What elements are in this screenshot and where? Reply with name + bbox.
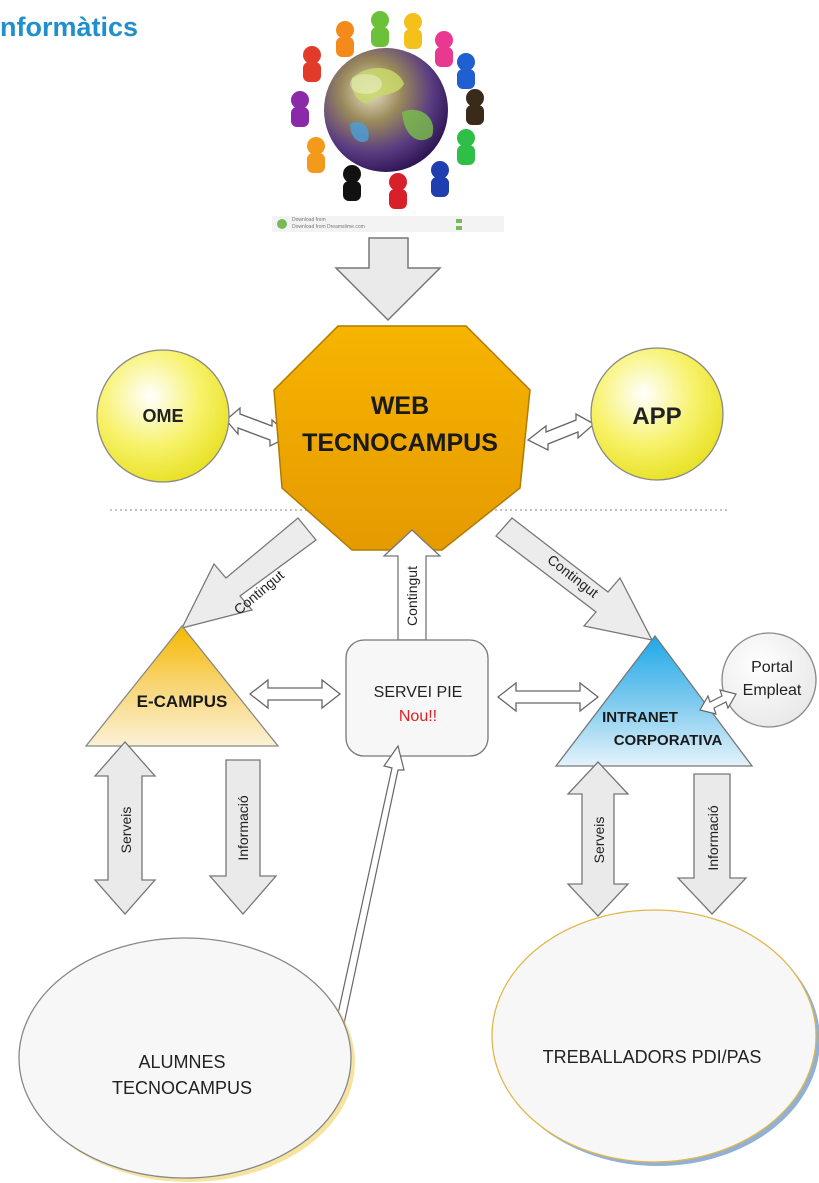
intranet-node: INTRANET CORPORATIVA xyxy=(554,634,754,767)
stock-caption: Download from Dreamstime.com xyxy=(292,224,365,230)
treballadors-label: TREBALLADORS PDI/PAS xyxy=(543,1047,762,1067)
ecampus-label: E-CAMPUS xyxy=(137,692,228,711)
serveis-left-label: Serveis xyxy=(118,807,134,854)
serveis-right-label: Serveis xyxy=(591,817,607,864)
contingut-arrow-right: Contingut xyxy=(495,517,654,641)
web-tecnocampus-node: WEB TECNOCAMPUS xyxy=(273,325,531,551)
web-label-line1: WEB xyxy=(371,392,429,420)
informacio-right-label: Informació xyxy=(705,805,721,871)
servei-pie-node: SERVEI PIE Nou!! xyxy=(345,639,489,757)
contingut-arrow-center: Contingut xyxy=(382,529,442,641)
contingut-center-label: Contingut xyxy=(404,566,420,626)
svg-text:Download from: Download from xyxy=(292,217,326,223)
portal-empleat-node: Portal Empleat xyxy=(721,632,817,728)
globe-with-people-icon xyxy=(291,11,484,209)
alumnes-node: ALUMNES TECNOCAMPUS xyxy=(18,937,355,1182)
portal-label-line1: Portal xyxy=(751,659,793,676)
serveis-arrow-left: Serveis xyxy=(93,741,157,915)
web-app-double-arrow xyxy=(526,412,596,452)
servei-pie-label-line2: Nou!! xyxy=(399,708,437,725)
app-label: APP xyxy=(632,403,681,430)
informacio-left-label: Informació xyxy=(235,795,251,861)
web-label-line2: TECNOCAMPUS xyxy=(302,429,498,457)
intranet-portal-double-arrow xyxy=(699,689,737,715)
portal-label-line2: Empleat xyxy=(743,682,802,699)
treballadors-node: TREBALLADORS PDI/PAS xyxy=(491,909,819,1166)
app-node: APP xyxy=(590,347,724,481)
servei-pie-label-line1: SERVEI PIE xyxy=(374,684,463,701)
ome-label: OME xyxy=(142,406,183,426)
contingut-arrow-left: Contingut xyxy=(180,517,317,629)
page-title: nformàtics xyxy=(0,12,139,42)
informacio-arrow-right: Informació xyxy=(676,773,748,915)
intranet-label-line1: INTRANET xyxy=(602,709,678,726)
servei-intranet-double-arrow xyxy=(496,681,600,713)
ome-node: OME xyxy=(96,349,230,483)
big-arrow-down xyxy=(334,237,442,322)
intranet-label-line2: CORPORATIVA xyxy=(614,732,723,749)
ecampus-node: E-CAMPUS xyxy=(84,624,280,747)
ecampus-servei-double-arrow xyxy=(248,678,342,710)
serveis-arrow-right: Serveis xyxy=(566,761,630,917)
alumnes-label-line2: TECNOCAMPUS xyxy=(112,1078,252,1098)
informacio-arrow-left: Informació xyxy=(208,759,278,915)
stock-watermark-strip: Download from Download from Dreamstime.c… xyxy=(272,216,504,232)
alumnes-label-line1: ALUMNES xyxy=(138,1052,225,1072)
